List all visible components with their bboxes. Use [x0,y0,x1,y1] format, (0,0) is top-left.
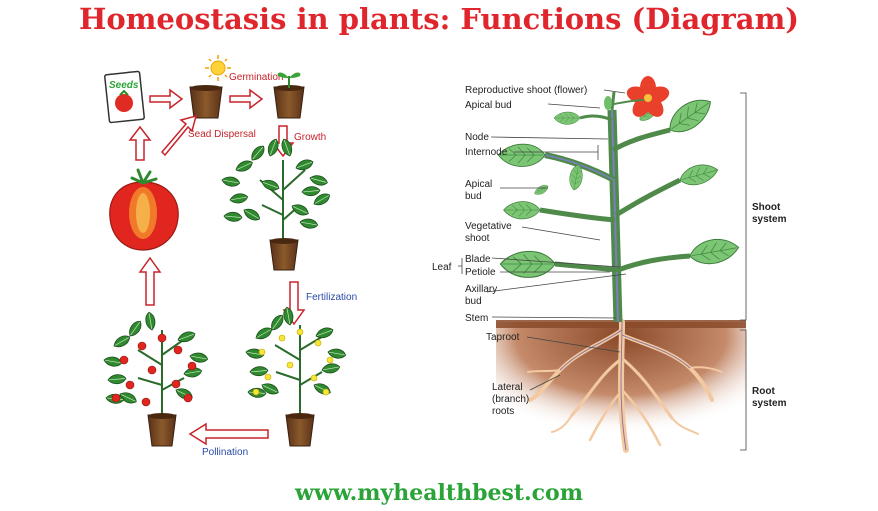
seed-dispersal-label: Sead Dispersal [188,129,256,140]
flower-icon [604,76,670,117]
label-lateral-roots-line3: roots [492,406,514,417]
label-apical-bud-line1: Apical [465,179,492,190]
seeds-packet-label: Seeds [109,80,139,91]
pollination-label: Pollination [202,447,248,458]
germination-label: Germination [229,72,283,83]
label-root-system-line2: system [752,398,787,409]
label-axillary-bud-line2: bud [465,296,482,307]
label-node: Node [465,132,489,143]
label-axillary-bud-line1: Axillary [465,284,497,295]
life-cycle-diagram: Seeds Germination [102,55,357,458]
label-reproductive-shoot: Reproductive shoot (flower) [465,85,587,96]
label-apical-bud-line2: bud [465,191,482,202]
label-lateral-roots-line1: Lateral [492,382,523,393]
fruiting-plant [102,311,209,447]
label-petiole: Petiole [465,267,496,278]
label-taproot: Taproot [486,332,520,343]
tomato-fruit-icon [109,168,179,251]
label-stem: Stem [465,313,488,324]
arrow-pollination [188,422,269,446]
seeds-packet-icon [104,70,145,124]
arrow-seed-dispersal [160,114,198,157]
seed-pot [189,85,223,119]
arrow-germination [229,88,264,110]
label-lateral-roots-line2: (branch) [492,394,529,405]
growing-plant [220,137,333,271]
arrow-fruit [138,256,162,306]
sprout-pot [273,72,305,119]
flowering-plant [244,306,347,447]
label-shoot-system-line2: system [752,214,787,225]
label-vegetative-shoot-line2: shoot [465,233,490,244]
label-apical-bud-top: Apical bud [465,100,512,111]
label-leaf: Leaf [432,262,452,273]
label-internode: Internode [465,147,508,158]
label-blade: Blade [465,254,491,265]
plant-anatomy-diagram: Reproductive shoot (flower) Apical bud N… [432,76,787,463]
fertilization-label: Fertilization [306,292,357,303]
growth-label: Growth [294,132,326,143]
arrow-seeds-to-pot [149,88,184,110]
label-vegetative-shoot-line1: Vegetative [465,221,512,232]
main-stem [539,109,691,323]
sun-icon [205,55,231,81]
website-url: www.myhealthbest.com [294,480,584,506]
arrow-tomato-to-seeds [128,125,152,161]
label-shoot-system-line1: Shoot [752,202,781,213]
label-root-system-line1: Root [752,386,775,397]
page-title: Homeostasis in plants: Functions (Diagra… [79,2,799,36]
